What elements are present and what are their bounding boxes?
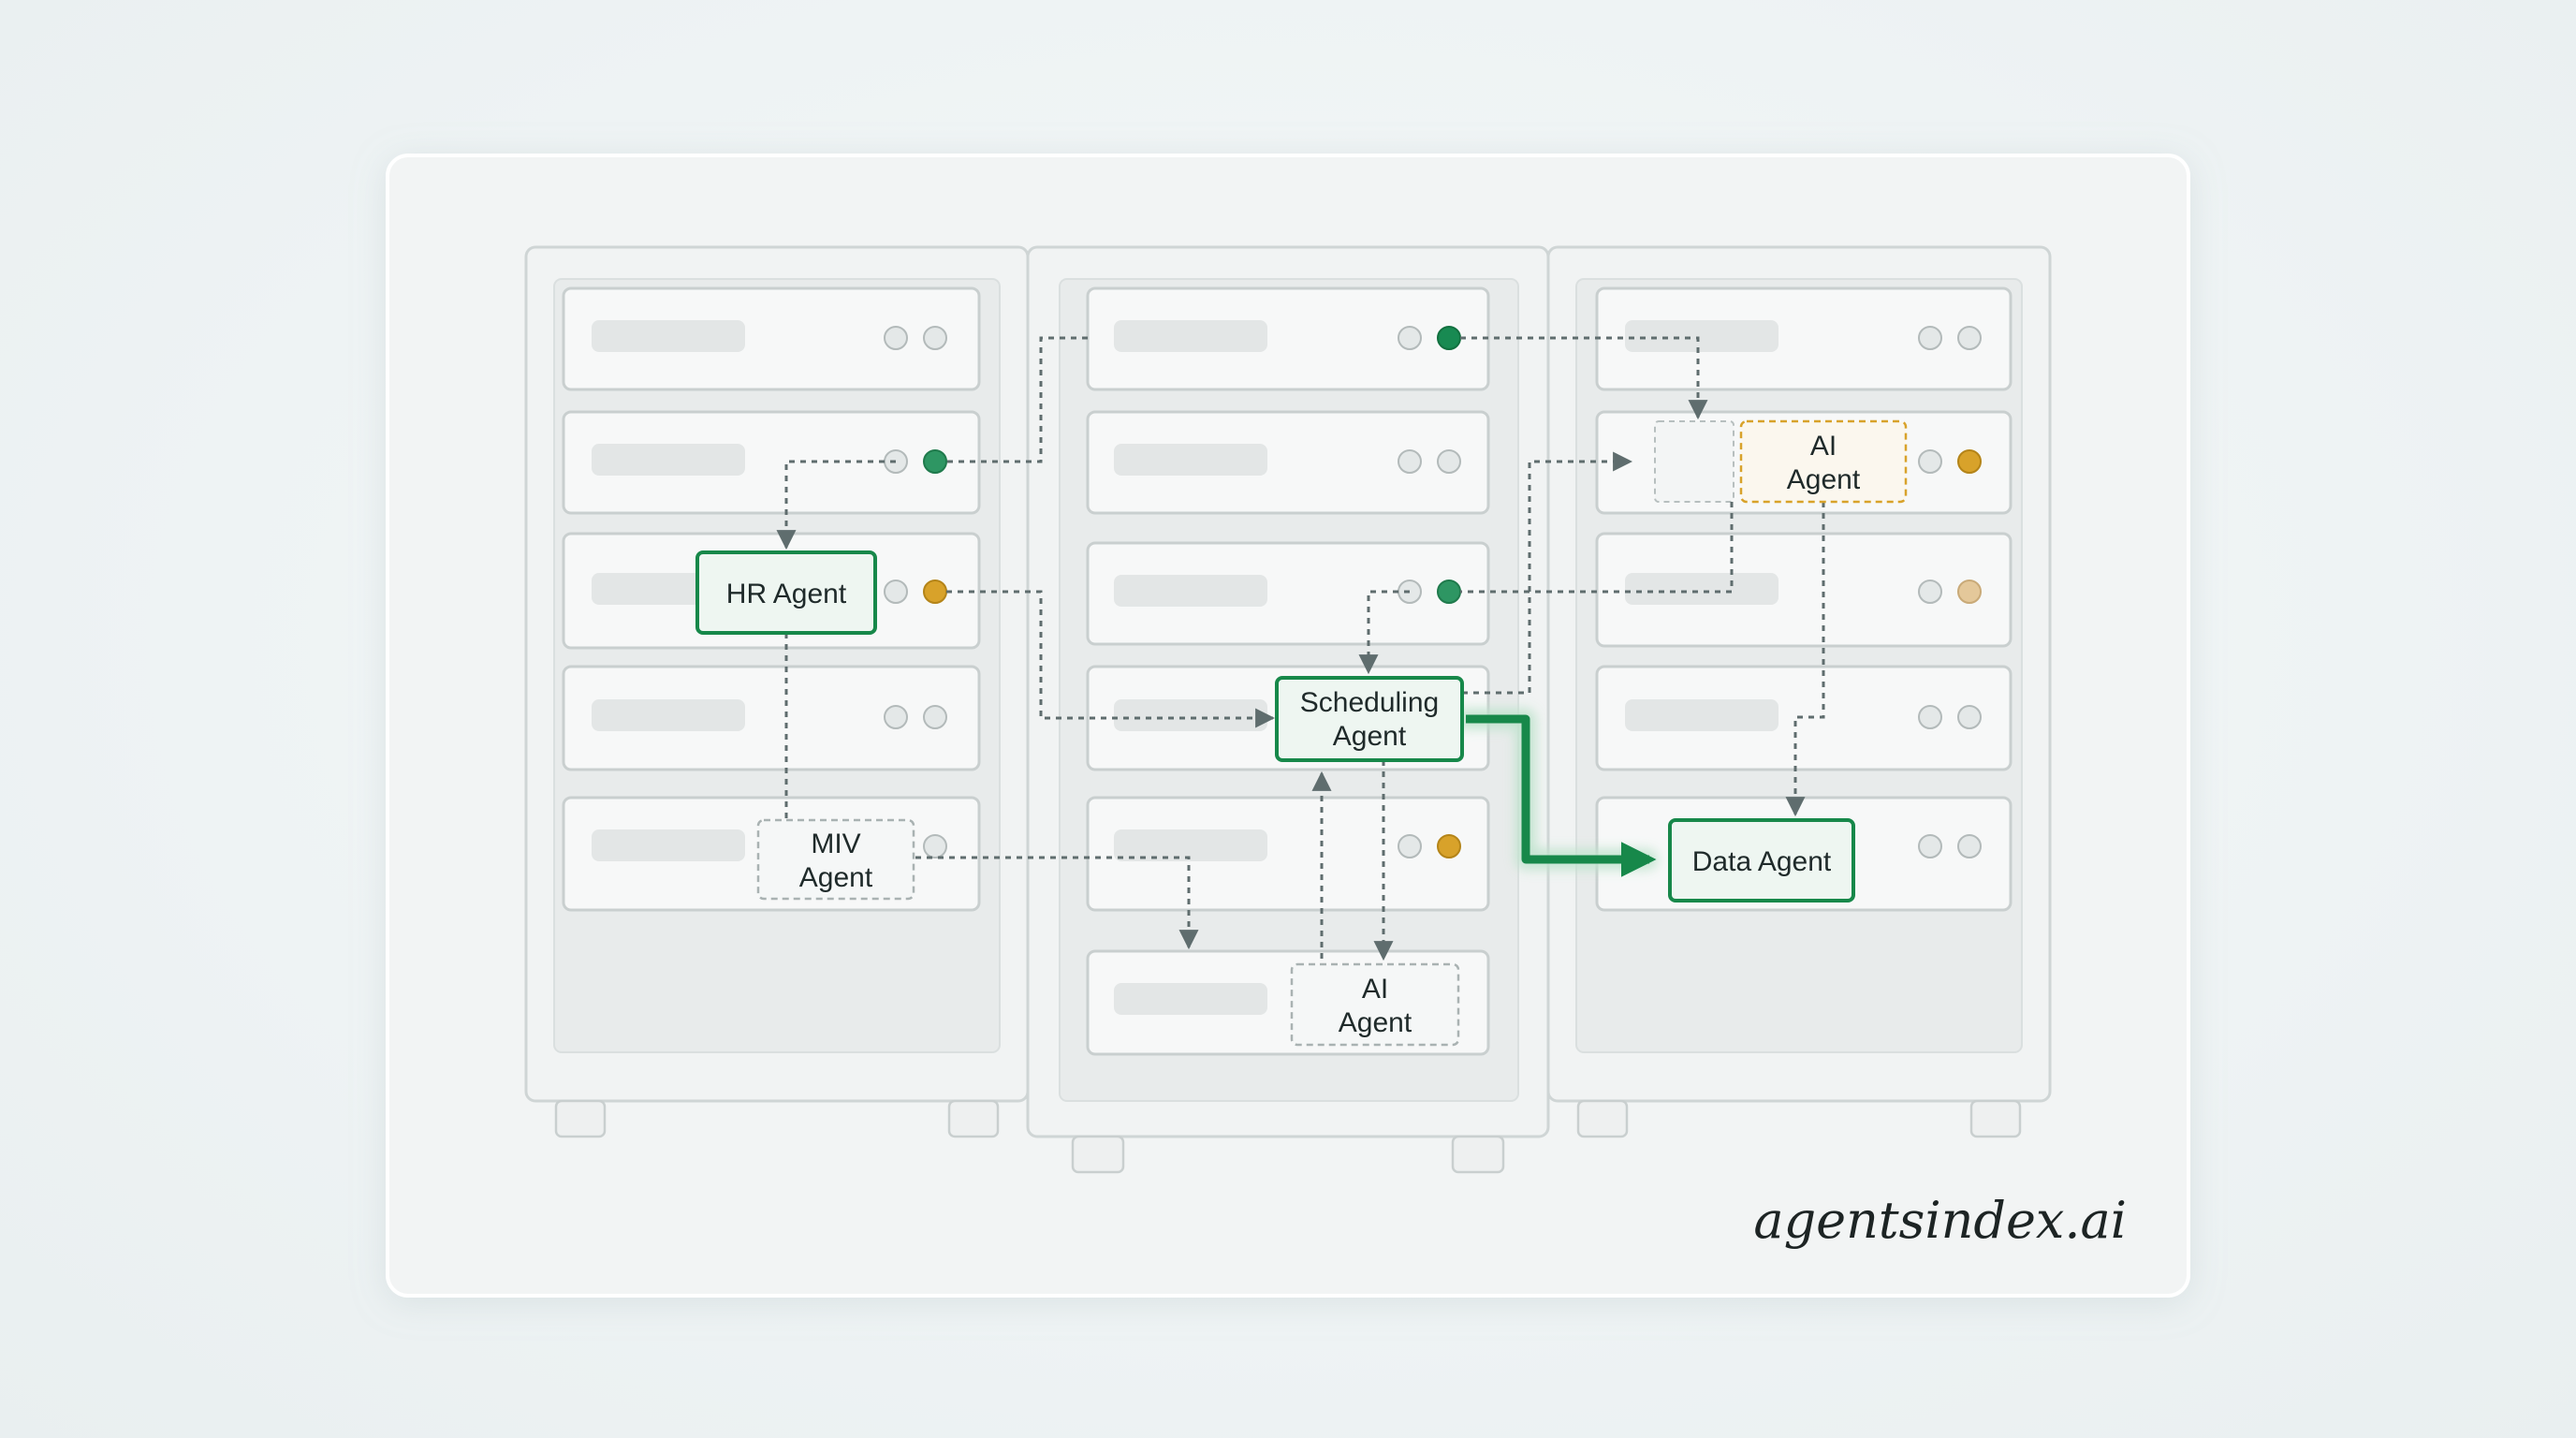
server-unit (1595, 286, 2012, 391)
status-light (923, 834, 947, 858)
status-light (1398, 326, 1422, 350)
status-light (923, 326, 947, 350)
status-light-active (1437, 580, 1461, 604)
rack-foot (1576, 1099, 1629, 1138)
status-light (1957, 834, 1982, 858)
ai-agent-bottom-label-line2: Agent (1339, 1007, 1412, 1038)
miv-agent-node[interactable]: MIV Agent (756, 818, 915, 901)
status-light (1918, 580, 1942, 604)
status-light (1957, 705, 1982, 729)
ai-agent-top-node[interactable]: AI Agent (1739, 419, 1908, 504)
empty-slot (1654, 420, 1734, 503)
status-light (1918, 834, 1942, 858)
server-unit (1595, 665, 2012, 771)
ai-agent-bottom-node[interactable]: AI Agent (1290, 962, 1460, 1047)
connector-top-left-to-hr (786, 336, 1088, 548)
server-unit (1086, 410, 1490, 515)
rack-foot (554, 1099, 607, 1138)
rack-foot (1071, 1135, 1125, 1174)
status-light (923, 705, 947, 729)
data-agent-label: Data Agent (1692, 846, 1832, 877)
connector-scheduling-to-ai-agent (1462, 451, 1633, 695)
status-light (1918, 705, 1942, 729)
miv-agent-label-line1: MIV (811, 829, 860, 859)
ai-agent-bottom-label-line1: AI (1362, 974, 1388, 1005)
status-light (1398, 449, 1422, 474)
connector-miv-to-bottom-ai (915, 856, 1199, 950)
connectors (786, 336, 1825, 961)
connector-hr-to-scheduling (946, 590, 1276, 728)
status-light (884, 705, 908, 729)
scheduling-agent-node[interactable]: Scheduling Agent (1275, 676, 1464, 762)
primary-flow (1456, 709, 1658, 877)
server-unit (1086, 286, 1490, 391)
server-unit (1086, 796, 1490, 912)
server-unit (562, 410, 981, 515)
data-agent-node[interactable]: Data Agent (1668, 818, 1855, 902)
status-light-active (923, 449, 947, 474)
rack-foot (1969, 1099, 2022, 1138)
rack-right (1546, 245, 2052, 1138)
connector-ai-agent-to-data (1785, 502, 1825, 817)
status-light-dim (1957, 580, 1982, 604)
scheduling-agent-label-line1: Scheduling (1300, 687, 1439, 718)
brand-logo: agentsindex.ai (1753, 1191, 2127, 1250)
status-light (1437, 449, 1461, 474)
rack-foot (1451, 1135, 1505, 1174)
rack-left (524, 245, 1030, 1138)
status-light (884, 326, 908, 350)
scheduling-agent-label-line2: Agent (1333, 721, 1407, 752)
status-light-active (1437, 326, 1461, 350)
status-light (1957, 326, 1982, 350)
status-light-warning (1437, 834, 1461, 858)
hr-agent-label: HR Agent (726, 579, 847, 609)
server-unit (1595, 532, 2012, 648)
status-light-warning (1957, 449, 1982, 474)
hr-agent-node[interactable]: HR Agent (695, 550, 877, 635)
status-light (1398, 834, 1422, 858)
ai-agent-top-label-line2: Agent (1787, 464, 1861, 495)
status-light (1918, 449, 1942, 474)
ai-agent-top-label-line1: AI (1810, 431, 1837, 462)
connector-top-to-ai-agent (1460, 336, 1708, 420)
connector-ai-agent-to-scheduling (1368, 502, 1734, 672)
status-light (884, 580, 908, 604)
miv-agent-label-line2: Agent (799, 862, 873, 893)
server-unit (562, 665, 981, 771)
server-unit (562, 286, 981, 391)
server-unit (1086, 541, 1490, 646)
rack-foot (947, 1099, 1000, 1138)
status-light-warning (923, 580, 947, 604)
status-light (1918, 326, 1942, 350)
connector-scheduling-to-data (1466, 714, 1657, 877)
